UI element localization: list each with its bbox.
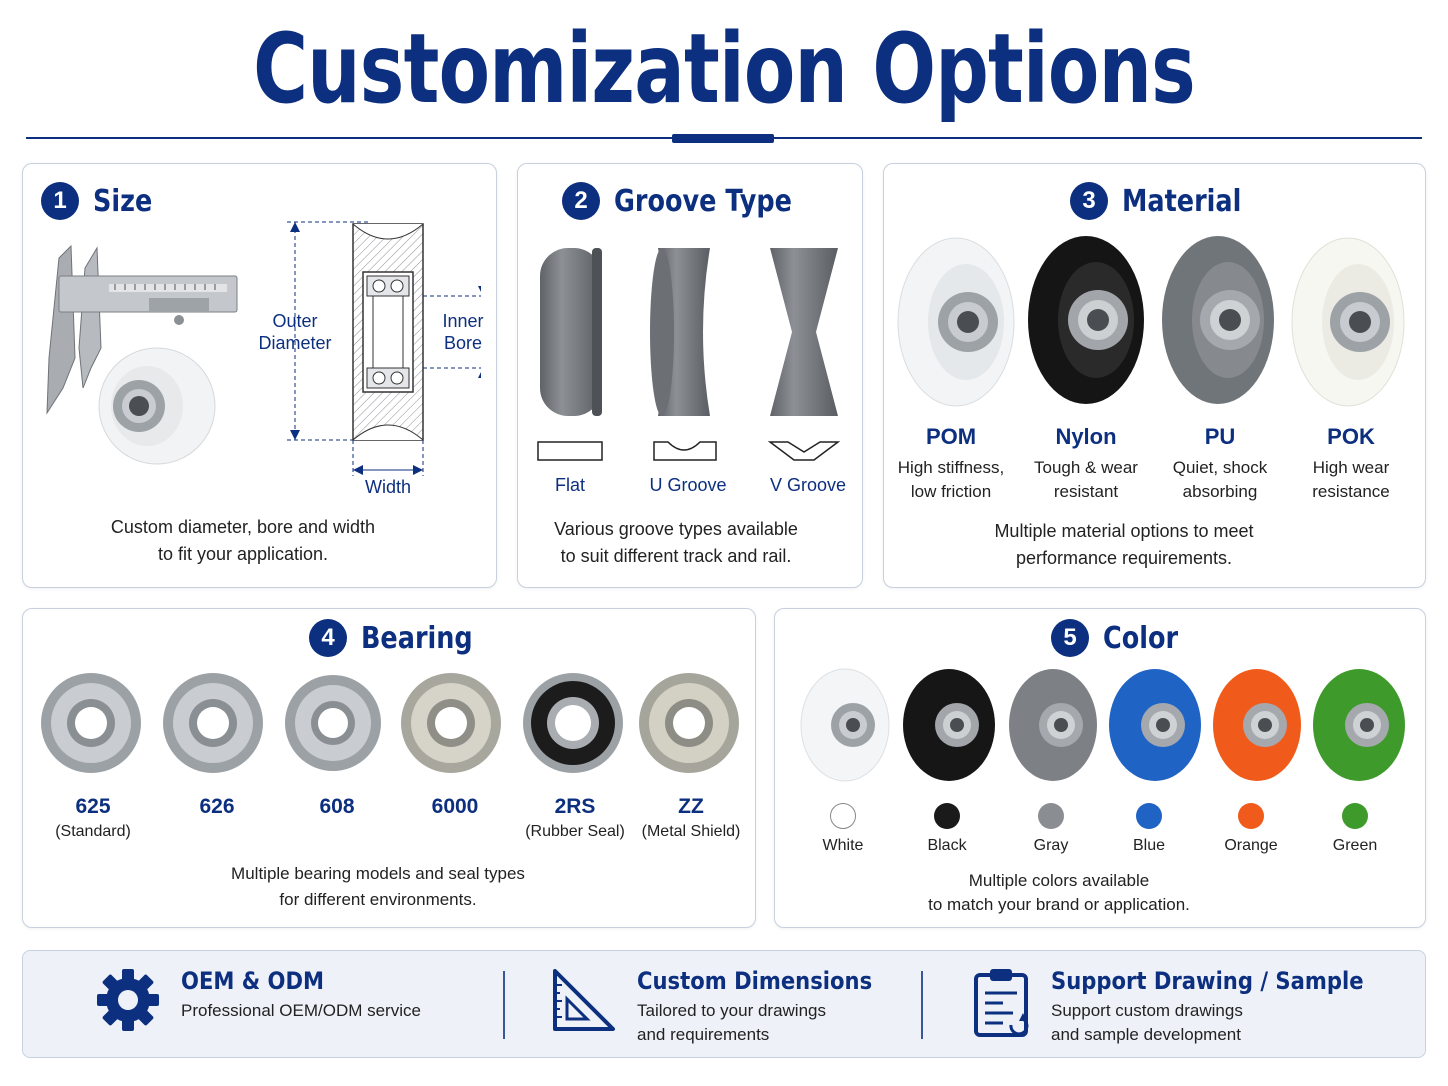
section-number-badge: 1 <box>41 182 79 220</box>
groove-types-image <box>537 248 841 461</box>
groove-card: 2 Groove Type Flat U Groove V Groove Var… <box>517 163 863 588</box>
color-swatch <box>830 803 856 829</box>
service-drawing-sample: Support Drawing / Sample Support custom … <box>973 967 1406 1047</box>
nylon-wheel <box>1028 236 1144 404</box>
black-wheel <box>903 669 995 781</box>
bearing-608: 608 <box>319 795 355 818</box>
footer-divider <box>503 971 505 1039</box>
section-title: Size <box>93 183 153 219</box>
set-square-icon <box>553 969 615 1031</box>
color-wheels-image <box>800 668 1405 782</box>
pu-wheel <box>1162 236 1274 404</box>
section-title: Color <box>1103 620 1179 656</box>
groove-label-v: V Groove <box>769 475 847 495</box>
bearing-card-header: 4 Bearing <box>309 619 492 657</box>
section-title: Material <box>1122 183 1242 219</box>
material-card-header: 3 Material <box>1070 182 1262 220</box>
color-option-blue[interactable]: Blue <box>1099 787 1199 855</box>
color-swatch <box>1238 803 1264 829</box>
bearing-2rs <box>523 673 623 773</box>
groove-label-u: U Groove <box>649 475 727 495</box>
caliper-measuring-wheel-image <box>46 244 238 465</box>
groove-card-header: 2 Groove Type <box>562 182 823 220</box>
gear-icon <box>97 969 159 1031</box>
pok-wheel <box>1291 237 1405 407</box>
bearing-625 <box>41 673 141 773</box>
width-label: Width <box>364 477 411 497</box>
bearing-626 <box>163 673 263 773</box>
green-wheel <box>1313 669 1405 781</box>
section-title: Groove Type <box>614 183 792 219</box>
section-number-badge: 5 <box>1051 619 1089 657</box>
material-card: 3 Material POM High stiffness,low fricti… <box>883 163 1426 588</box>
section-number-badge: 3 <box>1070 182 1108 220</box>
color-option-gray[interactable]: Gray <box>1001 787 1101 855</box>
color-option-black[interactable]: Black <box>897 787 997 855</box>
color-swatch <box>1038 803 1064 829</box>
color-swatch <box>1342 803 1368 829</box>
groove-label-flat: Flat <box>554 475 585 495</box>
pom-wheel <box>897 237 1015 407</box>
section-number-badge: 2 <box>562 182 600 220</box>
gray-wheel <box>1009 669 1097 781</box>
orange-wheel <box>1213 669 1301 781</box>
color-option-white[interactable]: White <box>793 787 893 855</box>
bearing-6000 <box>401 673 501 773</box>
bearing-zz <box>639 673 739 773</box>
page-title: Customization Options <box>253 13 1196 125</box>
wheel-cross-section-drawing <box>287 221 481 476</box>
clipboard-icon <box>974 969 1029 1037</box>
bearing-zz: ZZ(Metal Shield) <box>641 795 741 840</box>
blue-wheel <box>1109 669 1201 781</box>
color-swatch <box>1136 803 1162 829</box>
service-oem-odm: OEM & ODM Professional OEM/ODM service <box>95 967 421 1033</box>
color-option-orange[interactable]: Orange <box>1201 787 1301 855</box>
services-footer: OEM & ODM Professional OEM/ODM service C… <box>22 950 1426 1058</box>
bearing-6000: 6000 <box>431 795 479 818</box>
bearing-card: 4 Bearing 625(Standard) 626 608 6000 2RS… <box>22 608 756 928</box>
size-card: 1 Size <box>22 163 497 588</box>
color-option-green[interactable]: Green <box>1305 787 1405 855</box>
color-card: 5 Color White Black Gray Blue Orange Gre… <box>774 608 1426 928</box>
color-swatch <box>934 803 960 829</box>
bearing-2rs: 2RS(Rubber Seal) <box>525 795 625 840</box>
service-custom-dimensions: Custom Dimensions Tailored to your drawi… <box>551 967 904 1047</box>
material-wheels-image <box>897 236 1405 407</box>
bearing-626: 626 <box>199 795 235 818</box>
material-pom: POM High stiffness,low friction <box>897 424 1005 501</box>
section-number-badge: 4 <box>309 619 347 657</box>
white-wheel <box>800 668 890 782</box>
footer-divider <box>921 971 923 1039</box>
size-card-header: 1 Size <box>41 182 163 220</box>
title-accent-bar <box>672 134 774 143</box>
bearings-image <box>41 673 739 773</box>
bearing-608 <box>285 675 381 771</box>
bearing-625: 625(Standard) <box>55 795 131 840</box>
color-card-header: 5 Color <box>1051 619 1191 657</box>
section-title: Bearing <box>361 620 473 656</box>
